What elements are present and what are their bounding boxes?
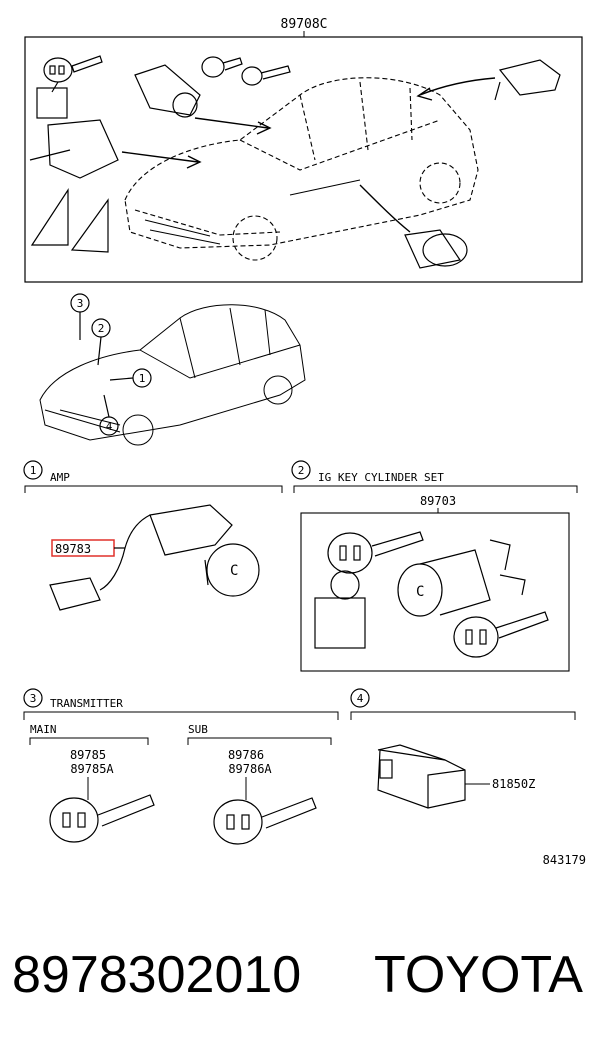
part-number-caption: 8978302010	[12, 946, 302, 1004]
main-part-number-1[interactable]: 89785	[70, 748, 106, 762]
brand-caption: TOYOTA	[374, 946, 583, 1004]
sub-transmitter-key	[213, 797, 317, 845]
middle-car-illustration	[39, 304, 306, 446]
amp-c-mark: C	[230, 563, 238, 579]
top-keys-left	[36, 55, 291, 119]
callout-3-label: 3	[77, 297, 84, 310]
ig-key-c-mark: C	[416, 584, 424, 600]
section-1-title: AMP	[50, 471, 70, 484]
figure-id: 843179	[543, 853, 586, 867]
callout-1-label: 1	[139, 372, 146, 385]
ig-key-illustration	[314, 531, 549, 658]
section-2-bracket	[293, 485, 578, 493]
callout-markers	[70, 293, 152, 436]
main-bracket	[29, 737, 149, 745]
ig-key-part-number[interactable]: 89703	[420, 494, 456, 508]
callout-4-label: 4	[106, 420, 113, 433]
top-triangles	[30, 187, 109, 253]
sub-part-number-1[interactable]: 89786	[228, 748, 264, 762]
transmitter-sub-label: SUB	[188, 723, 208, 736]
amp-illustration	[49, 504, 260, 611]
ig-key-panel-frame	[300, 512, 570, 672]
amp-part-number[interactable]: 89783	[55, 542, 91, 556]
section-3-bracket	[23, 711, 339, 720]
sub-bracket	[187, 737, 332, 745]
section-2-title: IG KEY CYLINDER SET	[318, 471, 444, 484]
callout-2-label: 2	[98, 322, 105, 335]
receiver-module-illustration	[377, 744, 466, 809]
top-car-details	[144, 179, 361, 245]
transmitter-main-label: MAIN	[30, 723, 57, 736]
top-panel-frame	[24, 36, 583, 283]
section-4-number: 4	[357, 692, 364, 705]
receiver-part-number[interactable]: 81850Z	[492, 777, 535, 791]
top-car-illustration	[124, 77, 479, 261]
section-1-number: 1	[30, 464, 37, 477]
section-2-number: 2	[298, 464, 305, 477]
section-3-number: 3	[30, 692, 37, 705]
top-part-ref: 89708C	[281, 17, 328, 32]
top-lock-cylinders	[29, 59, 561, 269]
parts-diagram: 89708C	[23, 17, 586, 867]
section-1-bracket	[24, 485, 283, 493]
main-part-number-2[interactable]: 89785A	[70, 762, 114, 776]
sub-part-number-2[interactable]: 89786A	[228, 762, 272, 776]
main-transmitter-key	[49, 794, 155, 843]
top-arrows	[121, 77, 496, 233]
section-3-title: TRANSMITTER	[50, 697, 123, 710]
part-caption: 8978302010 TOYOTA	[12, 935, 592, 1015]
section-4-bracket	[350, 711, 576, 720]
